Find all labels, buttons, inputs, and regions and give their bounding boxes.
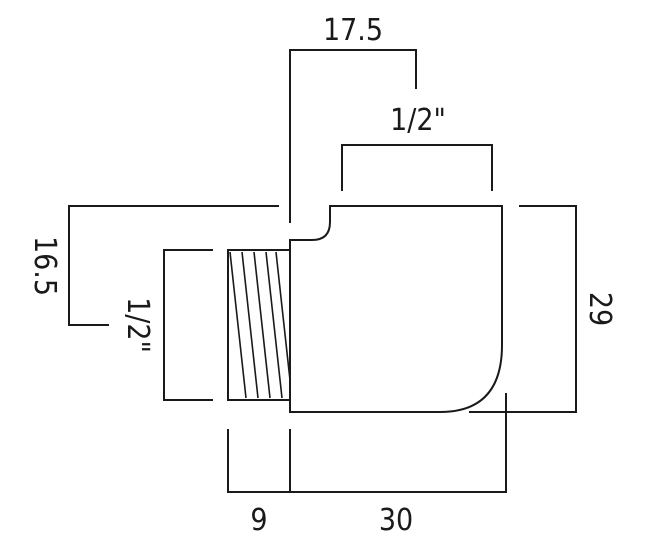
fitting-body-outline (289, 205, 503, 413)
dimension-top-offset: 17.5 (289, 13, 417, 223)
dimension-left-height: 16.5 (27, 205, 279, 326)
dimension-bottom: 9 30 (227, 393, 507, 538)
dimension-top-offset-label: 17.5 (323, 13, 383, 48)
dimension-left-thread-label: 1/2" (120, 297, 155, 353)
dimension-bottom-thread-label: 9 (250, 503, 267, 538)
dimension-right-height-label: 29 (582, 292, 617, 326)
dimension-right-height: 29 (469, 205, 617, 413)
thread-lines (229, 251, 291, 399)
dimension-bottom-body-label: 30 (379, 503, 413, 538)
dimension-left-thread: 1/2" (120, 249, 213, 401)
dimension-left-height-label: 16.5 (27, 236, 62, 296)
threaded-section (227, 249, 291, 401)
dimension-top-thread-label: 1/2" (390, 103, 446, 138)
dimension-top-thread: 1/2" (341, 103, 493, 191)
